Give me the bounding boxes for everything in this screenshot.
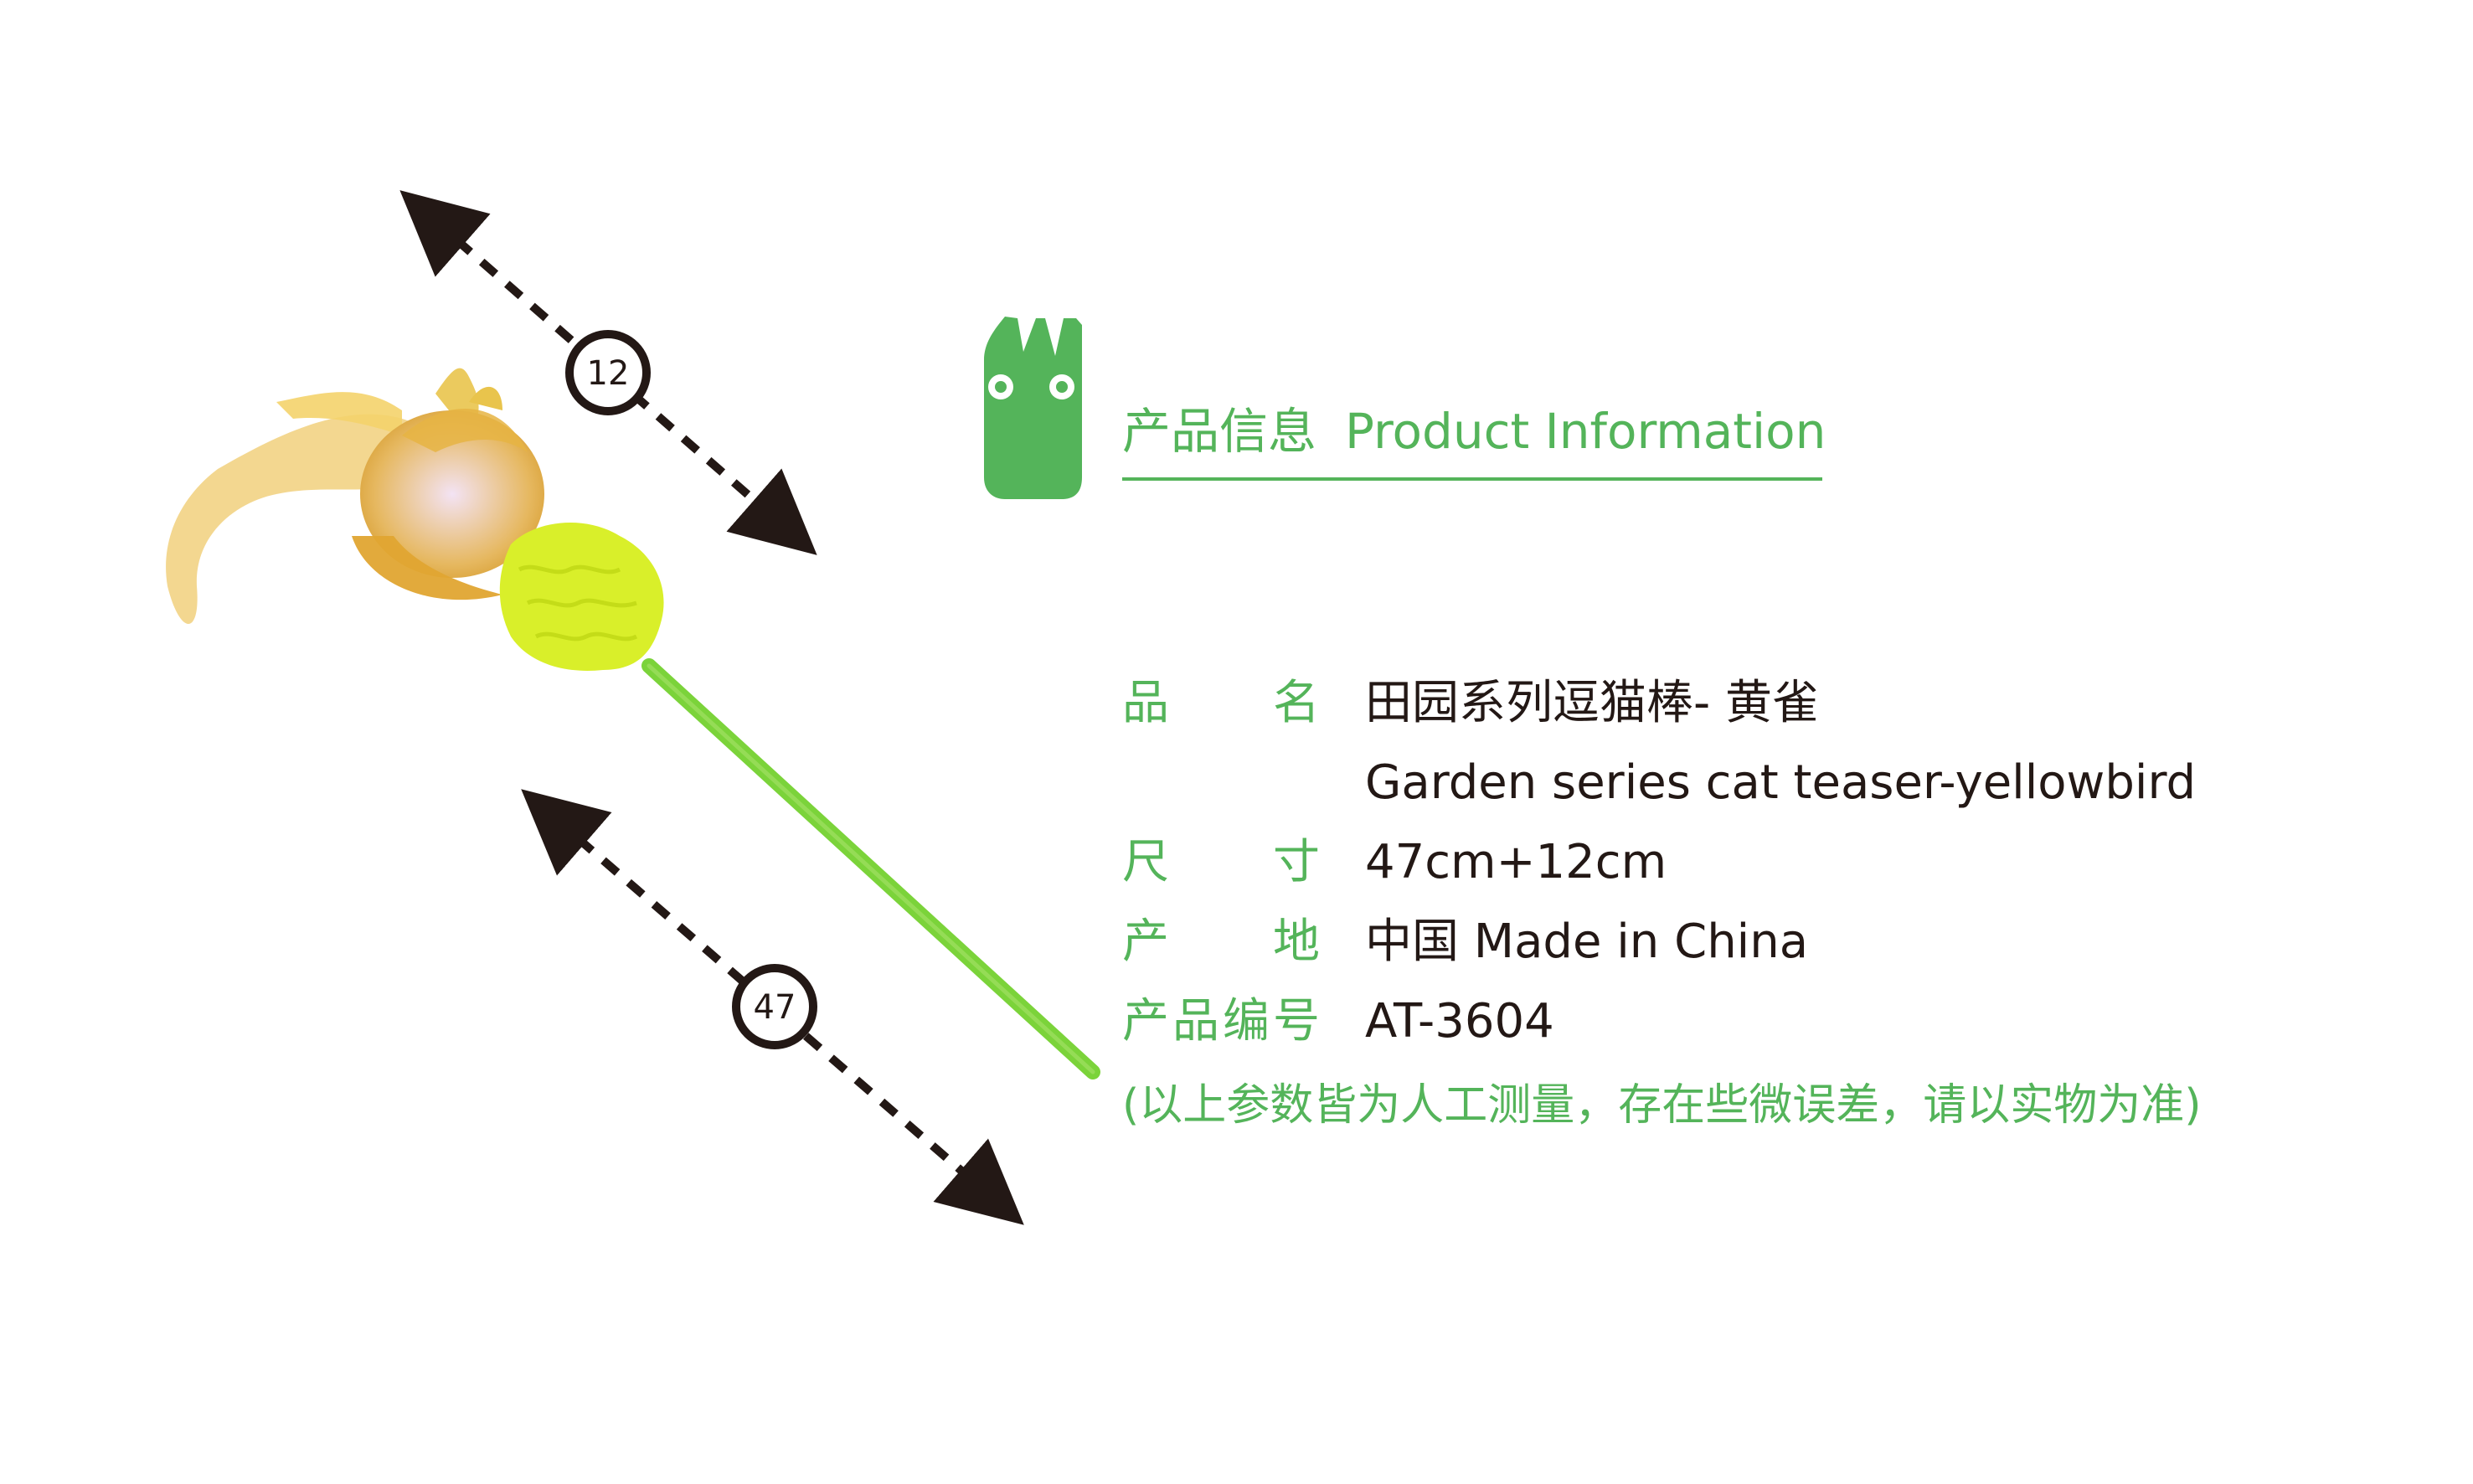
info-label-code: 产 品 编 号 xyxy=(1122,994,1320,1049)
dimension-badge-long xyxy=(732,964,817,1049)
dimension-label-short: 12 xyxy=(587,354,630,393)
info-label-size: 尺 寸 xyxy=(1122,835,1320,889)
dimension-arrow-long: 47 xyxy=(521,789,1024,1225)
dimension-label-long: 47 xyxy=(754,988,796,1027)
measurement-note: (以上参数皆为人工测量，存在些微误差，请以实物为准) xyxy=(1122,1080,2202,1131)
info-label-origin: 产 地 xyxy=(1122,915,1320,969)
info-value-name-en: Garden series cat teaser-yellowbird xyxy=(1365,755,2197,810)
green-mascot-icon xyxy=(984,317,1082,499)
dimension-arrow-short: 12 xyxy=(399,190,817,555)
info-label-name: 品 名 xyxy=(1122,676,1320,730)
header-title-cn: 产品信息 xyxy=(1122,403,1317,460)
header-title-en: Product Information xyxy=(1345,403,1826,460)
header-title: 产品信息 Product Information xyxy=(1122,402,1834,461)
info-value-size: 47cm+12cm xyxy=(1365,835,1667,889)
info-value-origin: 中国 Made in China xyxy=(1365,915,1809,969)
info-value-name: 田园系列逗猫棒- 黄雀 xyxy=(1365,676,1820,730)
toy-stick xyxy=(641,658,1100,1080)
product-info-header: 产品信息 Product Information xyxy=(1122,402,1834,486)
toy-fuzzy-head xyxy=(499,522,664,671)
dimension-badge-short xyxy=(565,330,651,415)
info-value-code: AT-3604 xyxy=(1365,994,1554,1049)
header-underline xyxy=(1122,477,1822,481)
